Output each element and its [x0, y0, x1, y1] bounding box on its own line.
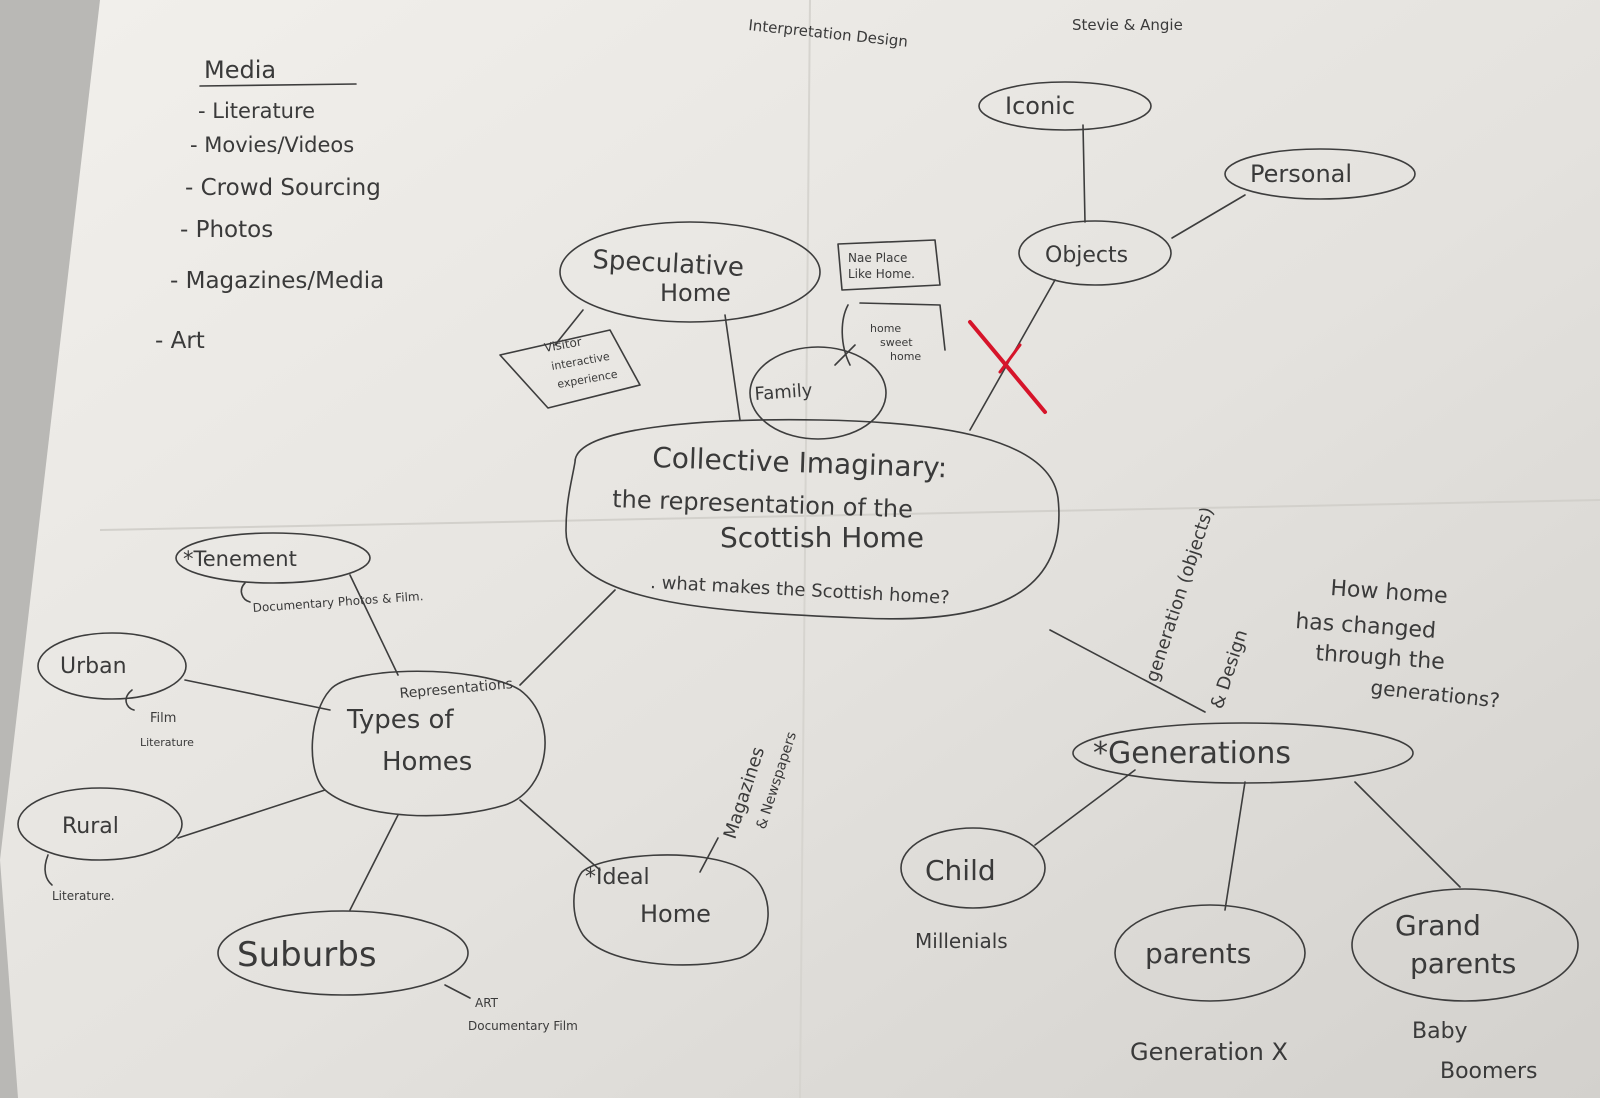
ideal-home-label: Home [640, 900, 711, 928]
personal-node: Personal [1224, 148, 1416, 200]
iconic-label: Iconic [1005, 92, 1075, 120]
media-item: - Literature [198, 99, 315, 123]
visitor-note-text: Visitor [543, 335, 583, 355]
suburbs-label: Suburbs [237, 935, 377, 975]
suburbs-note: Documentary Film [468, 1019, 578, 1033]
suburbs-note: ART [475, 996, 499, 1010]
media-item: - Crowd Sourcing [185, 175, 381, 201]
urban-label: Urban [60, 654, 127, 679]
grandparents-node: Grand parents Baby Boomers [1351, 888, 1579, 1084]
urban-node: Urban Film Literature [37, 632, 194, 749]
parents-note: Generation X [1130, 1038, 1288, 1066]
child-label: Child [925, 854, 996, 887]
family-label: Family [754, 380, 814, 405]
types-of-homes-label: Types of [346, 705, 454, 735]
generations-label: *Generations [1093, 736, 1291, 771]
home-sweet-home-note: home sweet home [841, 302, 946, 366]
urban-note: Film [150, 711, 176, 726]
home-sweet-home-text: sweet [880, 336, 913, 349]
nae-place-note-text: Nae Place [848, 251, 907, 265]
nae-place-note: Nae Place Like Home. [837, 239, 941, 291]
media-item: - Art [155, 328, 205, 354]
media-item: - Movies/Videos [190, 133, 354, 157]
personal-label: Personal [1250, 160, 1352, 188]
red-x-mark [968, 320, 1047, 414]
suburbs-node: Suburbs ART Documentary Film [217, 910, 578, 1033]
grandparents-label: parents [1410, 947, 1516, 980]
family-node: Family [749, 346, 887, 440]
header-authors: Stevie & Angie [1072, 16, 1183, 34]
urban-note: Literature [140, 736, 194, 749]
rural-label: Rural [62, 814, 119, 839]
child-note: Millenials [915, 929, 1008, 953]
child-node: Child Millenials [900, 827, 1046, 953]
paper-crease [99, 499, 1600, 531]
rural-node: Rural Literature. [17, 787, 183, 903]
ideal-home-label: *Ideal [585, 865, 650, 890]
home-sweet-home-text: home [890, 350, 921, 363]
speculative-home-label: Home [660, 279, 731, 307]
paper-crease [799, 0, 811, 1098]
central-subject: Scottish Home [720, 521, 924, 554]
grandparents-label: Grand [1395, 909, 1481, 942]
home-sweet-home-text: home [870, 322, 901, 335]
rural-note: Literature. [52, 889, 115, 903]
types-of-homes-label: Homes [382, 747, 472, 777]
media-heading: Media [204, 56, 276, 84]
media-list: Media - Literature - Movies/Videos - Cro… [155, 56, 384, 354]
grandparents-note: Boomers [1440, 1059, 1538, 1084]
objects-label: Objects [1045, 243, 1128, 268]
media-item: - Magazines/Media [170, 268, 384, 294]
nae-place-note-text: Like Home. [848, 267, 915, 281]
grandparents-note: Baby [1412, 1019, 1468, 1044]
parents-node: parents Generation X [1114, 904, 1306, 1066]
media-item: - Photos [180, 217, 273, 243]
tenement-label: *Tenement [183, 547, 297, 571]
iconic-node: Iconic [978, 81, 1152, 131]
objects-node: Objects [1018, 220, 1172, 286]
parents-label: parents [1145, 937, 1251, 970]
